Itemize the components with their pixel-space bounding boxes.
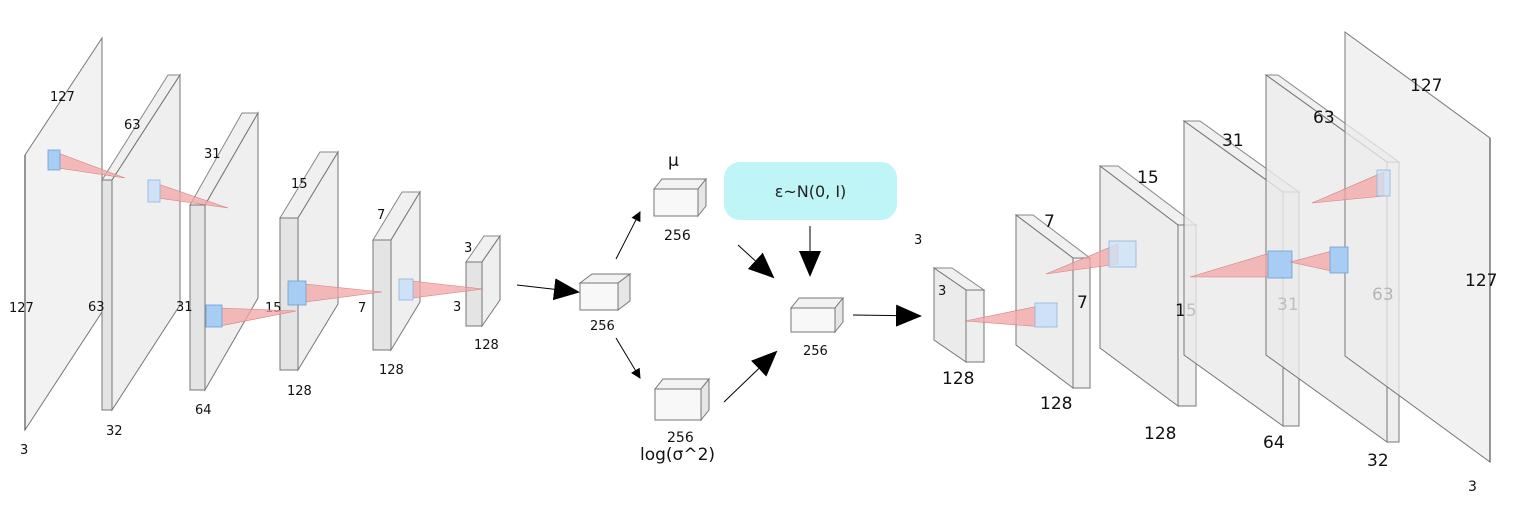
encoder-layer-5-width: 7 <box>358 301 366 316</box>
encoder-layer-3-width: 31 <box>176 300 193 315</box>
encoder-layer-1-width: 127 <box>9 301 34 316</box>
encoder-layer-6-width: 3 <box>453 300 461 315</box>
arrow-to-latent <box>516 278 580 301</box>
logvar-box: 256 log(σ^2) <box>640 377 715 465</box>
arrow-logvar-to-z <box>723 350 778 403</box>
encoder-kernels <box>47 149 484 328</box>
decoder-layer-5-depth: 32 <box>1367 451 1389 471</box>
latent-input-box: 256 <box>578 273 632 334</box>
encoder-layer-5: 7 7 128 <box>358 190 421 378</box>
decoder-layer-4-height: 31 <box>1222 131 1244 151</box>
logvar-size: 256 <box>667 430 694 446</box>
encoder-layer-1-depth: 3 <box>20 443 28 458</box>
encoder-layer-1: 127 127 3 <box>9 36 103 458</box>
decoder-layer-1-width: 3 <box>938 284 946 299</box>
decoder-layer-2-height: 7 <box>1044 212 1055 232</box>
encoder-layer-6-depth: 128 <box>474 338 499 353</box>
mu-size: 256 <box>664 228 691 244</box>
encoder-layer-1-height: 127 <box>50 90 75 105</box>
latent-input-size: 256 <box>590 319 615 334</box>
logvar-label: log(σ^2) <box>640 445 715 465</box>
encoder-layer-4-height: 15 <box>291 177 308 192</box>
encoder-layer-6: 3 3 128 <box>453 234 501 353</box>
encoder-layer-3-depth: 64 <box>195 403 212 418</box>
encoder-layer-5-height: 7 <box>377 208 385 223</box>
decoder-layer-5-height: 63 <box>1313 108 1335 128</box>
z-size: 256 <box>803 344 828 359</box>
decoder-layer-6: 127 127 3 <box>1344 31 1497 495</box>
decoder-layer-1-height: 3 <box>914 233 922 248</box>
decoder-layer-3-height: 15 <box>1137 168 1159 188</box>
mu-symbol: μ <box>668 151 679 171</box>
decoder-layer-2-depth: 128 <box>1040 394 1072 414</box>
encoder-layer-6-height: 3 <box>464 241 472 256</box>
decoder-layer-3-depth: 128 <box>1144 424 1176 444</box>
decoder-layer-6-height: 127 <box>1410 76 1442 96</box>
decoder-layer-6-width: 127 <box>1465 271 1497 291</box>
encoder-layer-2-depth: 32 <box>106 424 123 439</box>
encoder-layer-4: 15 15 128 <box>265 150 339 399</box>
decoder-layer-2-width: 7 <box>1077 293 1088 313</box>
z-box: 256 <box>789 296 845 359</box>
encoder-layer-2-width: 63 <box>88 300 105 315</box>
encoder-layer-3-height: 31 <box>204 147 221 162</box>
arrow-to-logvar <box>615 337 641 379</box>
encoder-layer-4-depth: 128 <box>287 384 312 399</box>
decoder-layer-4-depth: 64 <box>1263 433 1285 453</box>
decoder-kernels <box>964 169 1391 328</box>
mu-box: μ 256 <box>652 151 708 244</box>
arrow-mu-to-z <box>737 244 775 279</box>
encoder-layer-2-height: 63 <box>124 118 141 133</box>
decoder-layer-1-depth: 128 <box>942 369 974 389</box>
encoder-layer-3: 31 31 64 <box>176 111 259 418</box>
encoder-layer-5-depth: 128 <box>379 363 404 378</box>
encoder-layer-2: 63 63 32 <box>88 73 181 439</box>
noise-sample-box: ε~N(0, I) <box>724 162 897 220</box>
noise-label: ε~N(0, I) <box>774 181 847 201</box>
arrow-to-mu <box>615 211 641 260</box>
decoder-layer-3: 15 15 128 <box>1098 164 1198 444</box>
arrow-z-to-decoder <box>852 304 922 327</box>
decoder-layer-1: 3 3 128 <box>914 233 986 389</box>
decoder-layer-6-depth: 3 <box>1468 479 1477 495</box>
